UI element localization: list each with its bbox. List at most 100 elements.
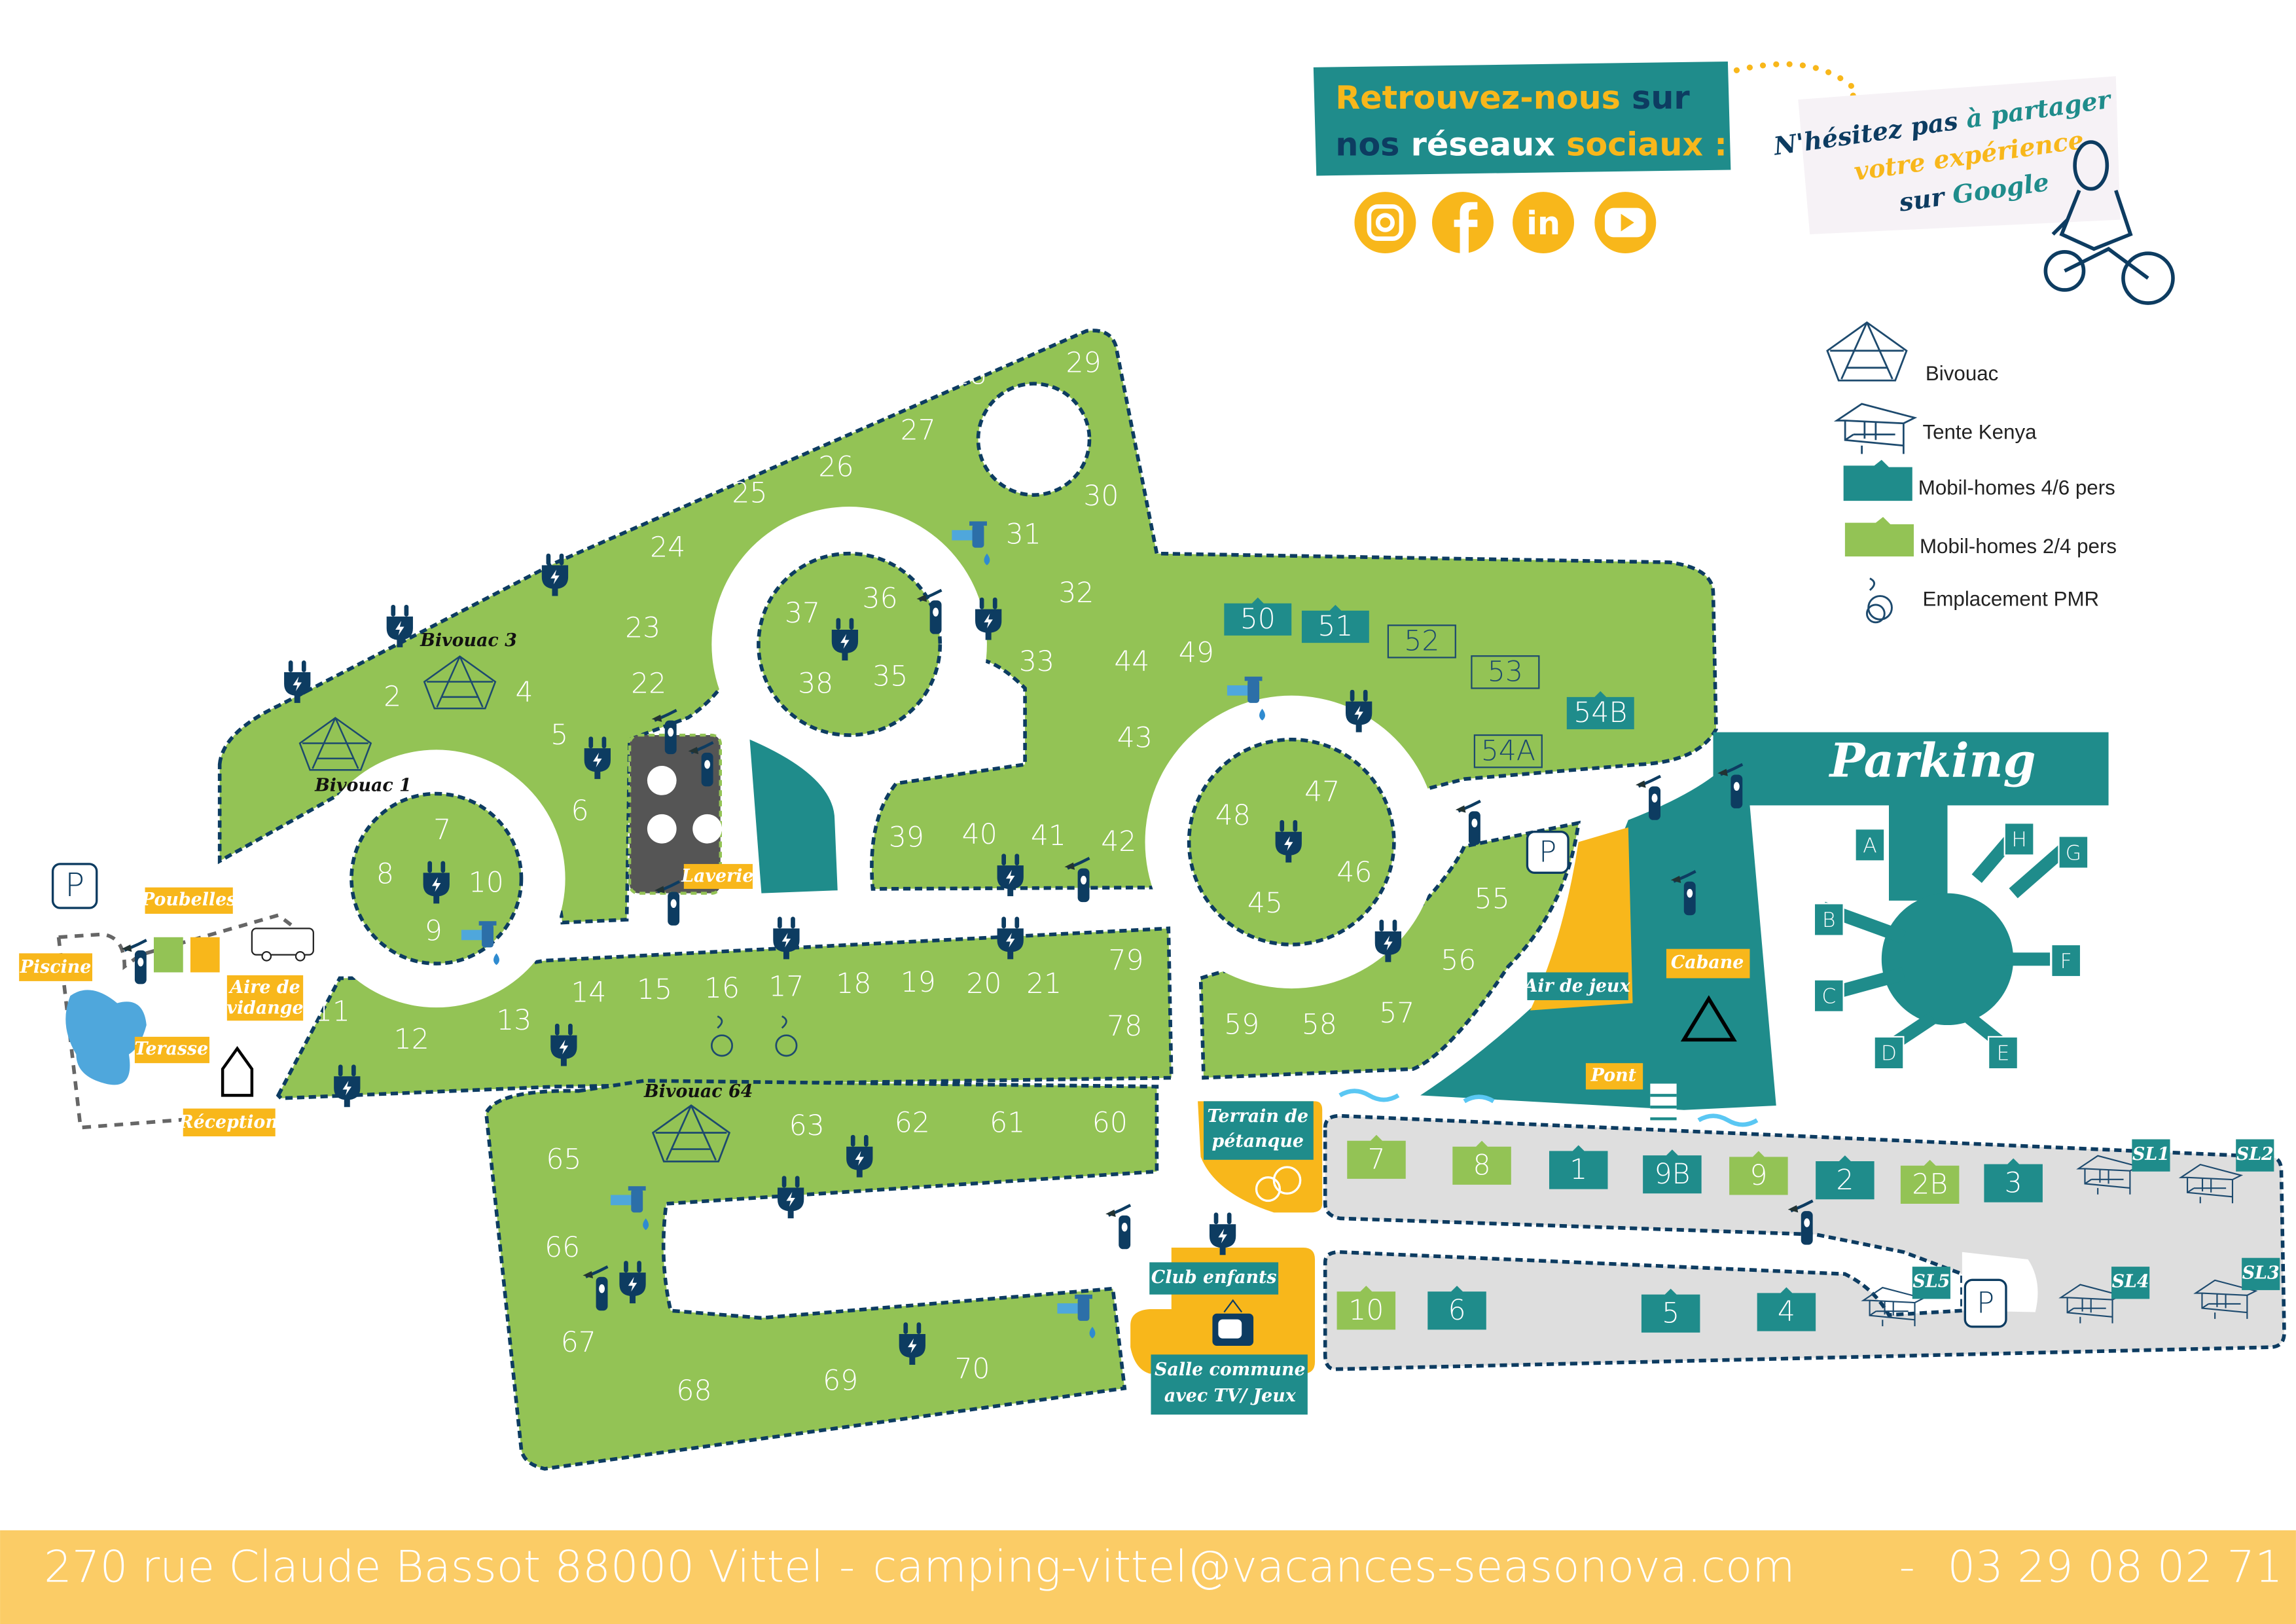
pitch-number[interactable]: 34 [991,722,1026,754]
pitch-number[interactable]: 7 [433,814,451,846]
pitch-number[interactable]: 43 [1117,722,1153,754]
pitch-number[interactable]: 36 [863,583,898,615]
pitch-number[interactable]: 20 [966,968,1001,1000]
pitch-number[interactable]: 70 [954,1353,990,1385]
pitch-number[interactable]: 73 [958,1238,993,1270]
pitch-number[interactable]: 35 [872,660,908,693]
pitch-number[interactable]: 66 [545,1232,580,1264]
pitch-number[interactable]: 57 [1379,998,1414,1030]
mobile-home-1[interactable]: 1 [1549,1145,1608,1189]
mobile-home-52[interactable]: 52 [1387,624,1456,659]
pitch-number[interactable]: 79 [1108,945,1143,977]
footer-phone[interactable]: 03 29 08 02 71 [1947,1542,2282,1593]
pitch-number[interactable]: 24 [650,532,685,564]
mobile-home-51[interactable]: 51 [1301,604,1369,643]
pitch-number[interactable]: 14 [571,977,606,1009]
pitch-number[interactable]: 42 [1101,826,1136,858]
pitch-number[interactable]: 59 [1224,1009,1259,1041]
pitch-number[interactable]: 55 [1475,883,1510,915]
mobile-home-53[interactable]: 53 [1471,655,1540,689]
pitch-number[interactable]: 74 [884,1239,920,1271]
pitch-number[interactable]: 72 [1049,1225,1084,1257]
pitch-number[interactable]: 77 [722,1216,757,1248]
mobile-home-54A[interactable]: 54A [1473,734,1543,768]
pitch-number[interactable]: 69 [823,1365,858,1397]
pitch-number[interactable]: 68 [676,1375,711,1407]
mobile-home-10[interactable]: 10 [1336,1286,1396,1330]
pitch-number[interactable]: 8 [376,858,394,890]
mobile-home-9[interactable]: 9 [1729,1151,1788,1195]
pitch-number[interactable]: 41 [1031,820,1066,852]
pitch-number[interactable]: 6 [571,795,588,827]
parking-spot-A[interactable]: A [1854,828,1886,862]
pitch-number[interactable]: 29 [1066,348,1102,380]
kenya-tent-SL1[interactable]: SL1 [2077,1139,2170,1195]
kenya-tent-SL2[interactable]: SL2 [2180,1139,2274,1204]
pitch-number[interactable]: 63 [789,1110,825,1142]
pitch-number[interactable]: 22 [631,668,666,700]
pitch-number[interactable]: 21 [1026,968,1062,1000]
pitch-number[interactable]: 19 [901,967,936,999]
pitch-number[interactable]: 4 [515,677,533,709]
pitch-number[interactable]: 18 [836,968,871,1000]
pitch-number[interactable]: 56 [1441,945,1476,977]
pitch-number[interactable]: 65 [546,1144,581,1176]
pitch-number[interactable]: 44 [1114,646,1149,678]
pitch-number[interactable]: 48 [1215,800,1251,832]
pitch-number[interactable]: 39 [889,821,924,854]
mobile-home-6[interactable]: 6 [1427,1286,1486,1330]
pitch-number[interactable]: 23 [625,612,660,644]
parking-spot-E[interactable]: E [1988,1036,2018,1070]
pitch-number[interactable]: 58 [1302,1009,1337,1041]
mobile-home-2B[interactable]: 2B [1900,1159,1960,1204]
pitch-number[interactable]: 31 [1006,518,1041,550]
pitch-number[interactable]: 15 [637,974,672,1006]
pitch-number[interactable]: 27 [901,414,936,446]
kenya-tent-SL5[interactable]: SL5 [1862,1267,1950,1327]
pitch-number[interactable]: 78 [1107,1011,1142,1043]
pitch-number[interactable]: 67 [561,1327,596,1359]
pitch-number[interactable]: 75 [810,1239,845,1271]
parking-spot-D[interactable]: D [1873,1036,1905,1070]
pitch-number[interactable]: 2 [384,681,401,713]
pitch-number[interactable]: 16 [704,973,740,1005]
pitch-number[interactable]: 10 [469,867,504,899]
pitch-number[interactable]: 61 [990,1108,1025,1140]
pitch-number[interactable]: 26 [818,451,853,483]
pitch-number[interactable]: 9 [425,916,442,948]
pitch-number[interactable]: 25 [732,478,767,510]
pitch-number[interactable]: 5 [550,719,568,751]
pitch-number[interactable]: 13 [496,1005,531,1037]
mobile-home-5[interactable]: 5 [1641,1288,1700,1333]
pitch-number[interactable]: 32 [1058,577,1094,609]
facebook-icon[interactable] [1432,192,1494,254]
pitch-number[interactable]: 28 [952,359,987,391]
mobile-home-8[interactable]: 8 [1452,1140,1511,1185]
pitch-number[interactable]: 38 [798,668,833,700]
pitch-number[interactable]: 33 [1019,646,1054,678]
mobile-home-4[interactable]: 4 [1757,1287,1816,1331]
linkedin-icon[interactable]: in [1513,192,1575,254]
pitch-number[interactable]: 62 [895,1108,930,1140]
mobile-home-9B[interactable]: 9B [1643,1149,1702,1194]
pitch-number[interactable]: 45 [1247,888,1283,920]
footer-email[interactable]: camping-vittel@vacances-seasonova.com [872,1542,1795,1593]
mobile-home-50[interactable]: 50 [1224,597,1292,636]
mobile-home-2[interactable]: 2 [1816,1155,1874,1200]
parking-spot-H[interactable]: H [2003,822,2035,856]
kenya-tent-SL3[interactable]: SL3 [2195,1257,2280,1320]
pitch-number[interactable]: 46 [1336,857,1372,889]
kenya-tent-SL4[interactable]: SL4 [2060,1267,2150,1324]
pitch-number[interactable]: 60 [1092,1108,1128,1140]
pitch-number[interactable]: 49 [1179,638,1214,670]
mobile-home-3[interactable]: 3 [1984,1158,2043,1202]
pitch-number[interactable]: 12 [394,1024,429,1056]
mobile-home-54B[interactable]: 54B [1566,691,1634,729]
pitch-number[interactable]: 30 [1083,480,1119,513]
youtube-icon[interactable] [1594,192,1657,254]
pitch-number[interactable]: 37 [785,598,820,630]
pitch-number[interactable]: 76 [719,1270,754,1302]
parking-spot-G[interactable]: G [2058,835,2089,869]
instagram-icon[interactable] [1354,192,1416,254]
parking-spot-F[interactable]: F [2051,943,2082,978]
